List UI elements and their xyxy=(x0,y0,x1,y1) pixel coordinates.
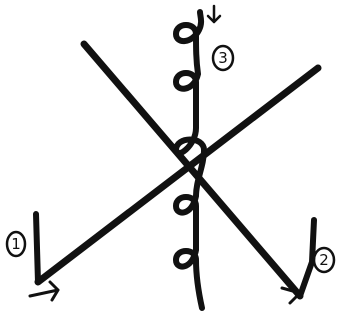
step-label: 1 xyxy=(11,235,21,253)
step-label: 2 xyxy=(319,251,329,269)
step-number-3: 3 xyxy=(213,46,233,70)
step-label: 3 xyxy=(218,49,228,67)
arrow-head-3 xyxy=(208,6,220,22)
step-number-2: 2 xyxy=(314,248,334,272)
step-number-1: 1 xyxy=(7,232,25,256)
arrow-head-1 xyxy=(30,282,58,300)
